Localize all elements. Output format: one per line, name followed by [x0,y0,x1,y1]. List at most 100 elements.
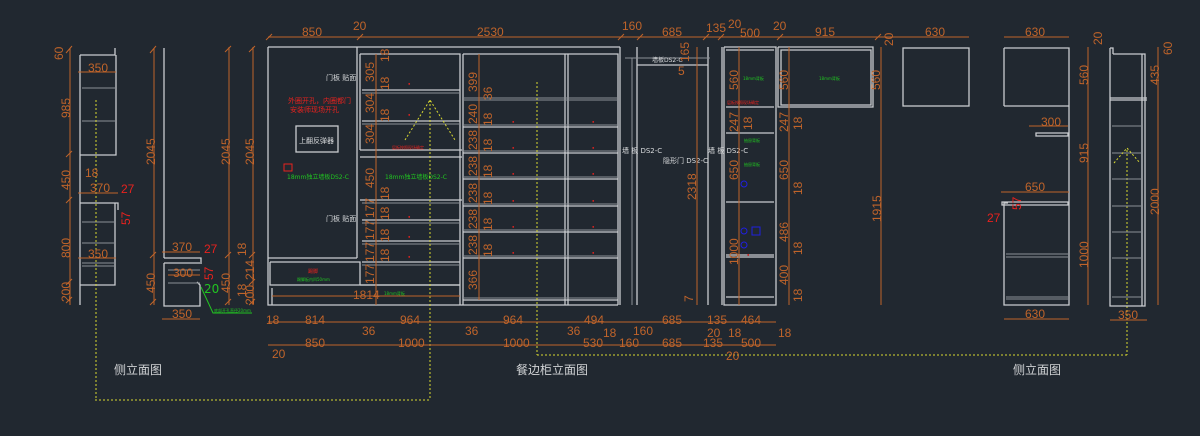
svg-text:●: ● [592,224,595,229]
svg-text:●: ● [408,214,411,219]
dim-1000-r: 1000 [1077,241,1091,268]
svg-text:650: 650 [727,160,741,180]
svg-text:20: 20 [707,326,721,340]
mid-vertical-dims: 2045 2045 450 18 214 18 200 [219,45,257,306]
wall-panel-dsz-1: 墙 板 DS2-C [622,146,662,155]
svg-text:1000: 1000 [503,336,530,350]
top-dim-500: 500 [740,26,760,40]
svg-text:464: 464 [741,313,761,327]
svg-text:486: 486 [777,222,791,242]
svg-text:18: 18 [791,181,805,195]
dim-214: 214 [243,260,257,280]
svg-text:238: 238 [466,235,480,255]
right-col-vert-dims: 560 247 18 650 1000 560 247 18 650 18 48… [727,70,884,302]
top-dim-915: 915 [815,25,835,39]
red-shelf-markers: ●● ●●● ●●●●●● ●●●●●● ● [408,81,750,259]
reflector-box [295,125,339,153]
svg-text:135: 135 [703,336,723,350]
svg-text:560: 560 [869,70,883,90]
dim-2045-c: 2045 [243,138,257,165]
svg-text:160: 160 [633,324,653,338]
svg-text:18: 18 [378,206,392,220]
svg-text:18: 18 [741,116,755,130]
dim-450: 450 [59,170,73,190]
svg-text:494: 494 [584,313,604,327]
svg-text:●: ● [512,224,515,229]
dim-1814: 1814 [353,288,380,302]
svg-text:●: ● [408,112,411,117]
door-panel-label-1: 门板 贴面 [326,73,356,82]
dim-57-b: 57 [202,266,216,280]
dim-450-c: 450 [219,273,233,293]
dim-5: 5 [678,64,685,78]
svg-text:●: ● [512,250,515,255]
svg-text:18: 18 [481,112,495,126]
svg-text:20: 20 [272,347,286,361]
svg-text:238: 238 [466,130,480,150]
red-note-1: 外圈开孔，内圈都门 [288,96,351,105]
svg-text:●: ● [592,145,595,150]
reflector-label: 上翻反弹器 [299,136,334,145]
svg-text:18: 18 [728,326,742,340]
svg-text:964: 964 [503,313,523,327]
svg-text:18: 18 [378,248,392,262]
svg-text:247: 247 [727,112,741,132]
svg-text:399: 399 [466,72,480,92]
dim-800: 800 [59,238,73,258]
green-1814-note: 18mm背板 [384,290,405,296]
dim-300-r: 300 [1041,115,1061,129]
green-wall-1: 18mm独立墙板DS2-C [287,173,349,181]
svg-text:650: 650 [777,160,791,180]
dim-350-r: 350 [1118,308,1138,322]
dim-350-b: 350 [172,307,192,321]
red-shelf-note: 层板按照现场确定 [392,144,424,150]
top-dim-20-b: 20 [728,17,742,31]
svg-text:20: 20 [726,349,740,363]
dim-20-r: 20 [1091,31,1105,45]
svg-text:●: ● [592,119,595,124]
svg-text:●: ● [592,198,595,203]
svg-text:18: 18 [791,116,805,130]
dim-7: 7 [682,295,696,302]
svg-text:305: 305 [363,62,377,82]
svg-text:238: 238 [466,183,480,203]
top-dim-850: 850 [302,25,322,39]
svg-text:240: 240 [466,104,480,124]
top-dim-135: 135 [706,21,726,35]
svg-text:400: 400 [777,265,791,285]
socket-icon [740,180,748,188]
wall-panel-dsz-2: 墙 板 DS2-C [708,146,748,155]
second-side-view: 2045 450 370 27 300 57 20 底部开孔直径20mm 350 [144,45,252,321]
svg-text:●: ● [408,234,411,239]
top-dim-20-c: 20 [773,19,787,33]
front-elevation: 850 20 2530 160 685 135 20 500 20 915 20 [95,17,1128,401]
dim-630-a: 630 [925,25,945,39]
dim-2000: 2000 [1148,188,1162,215]
svg-text:685: 685 [662,336,682,350]
svg-text:160: 160 [619,336,639,350]
front-mid-vert-dims: 399 36 240 18 238 18 238 18 238 18 238 1… [466,72,495,290]
svg-text:●: ● [592,171,595,176]
switch-box-icon [751,226,761,236]
svg-text:36: 36 [481,86,495,100]
top-dim-685: 685 [662,25,682,39]
svg-text:18: 18 [791,288,805,302]
dim-350-top: 350 [88,61,108,75]
dim-165: 165 [678,42,692,62]
svg-text:18: 18 [378,228,392,242]
dim-435: 435 [1148,65,1162,85]
dim-18: 18 [85,166,99,180]
svg-text:18: 18 [266,313,280,327]
view-title-right: 侧立面图 [1013,362,1061,377]
view-title-left: 侧立面图 [114,362,162,377]
svg-text:304: 304 [363,124,377,144]
svg-text:964: 964 [400,313,420,327]
top-dim-20: 20 [353,19,367,33]
dim-300: 300 [173,266,193,280]
svg-text:238: 238 [466,156,480,176]
svg-text:450: 450 [363,168,377,188]
svg-text:238: 238 [466,209,480,229]
svg-text:18: 18 [791,241,805,255]
dim-915-r: 915 [1077,143,1091,163]
dim-560-r: 560 [1077,65,1091,85]
